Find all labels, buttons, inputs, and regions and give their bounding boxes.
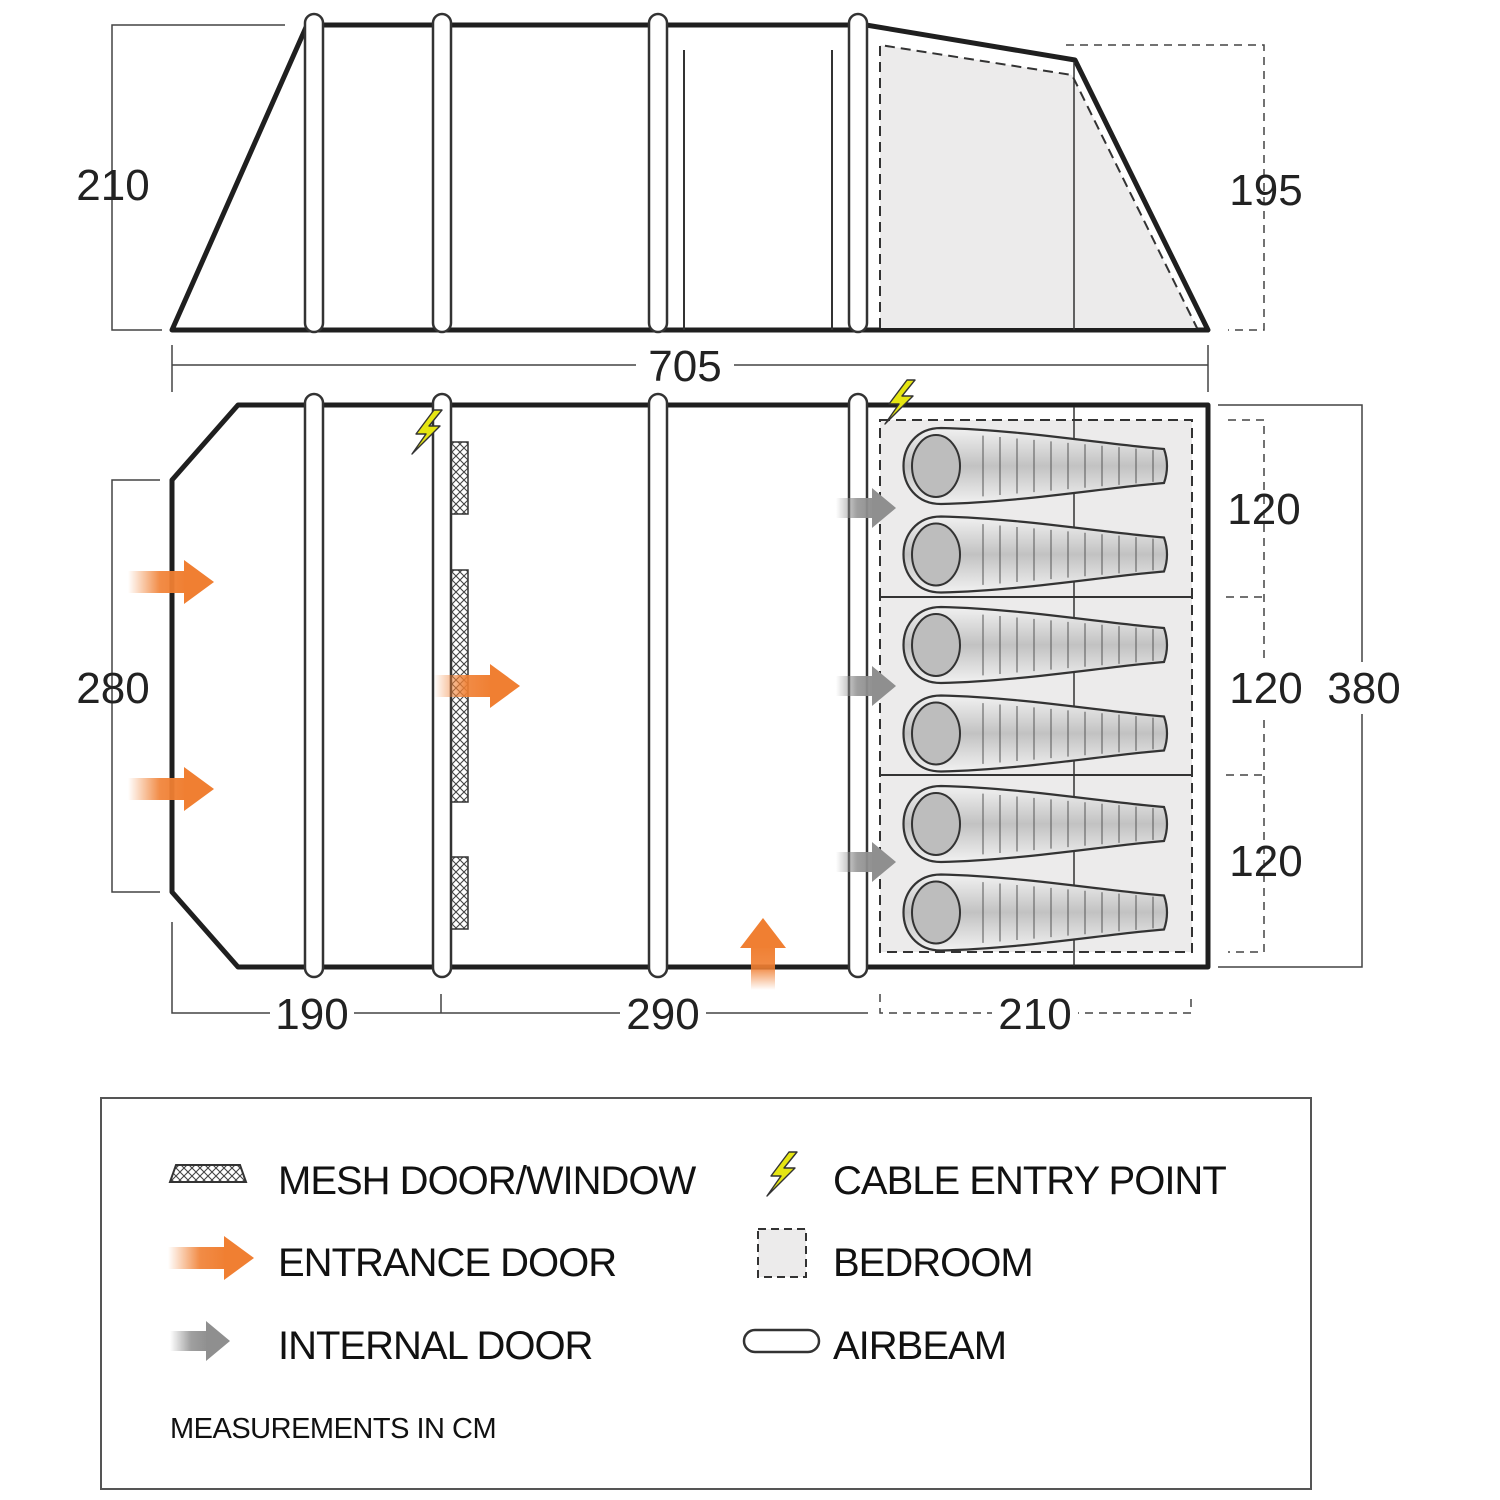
mesh-legend-icon [168, 1164, 248, 1183]
side-elevation [169, 12, 1211, 334]
side-dimension-guides [111, 24, 1265, 392]
side-bedroom-shade [880, 45, 1197, 328]
entrance-arrow-side [740, 918, 786, 990]
door-span-guide [111, 479, 160, 893]
bedroom-legend-icon [757, 1228, 807, 1278]
side-airbeam-2 [431, 12, 453, 334]
legend-cable-label: CABLE ENTRY POINT [833, 1159, 1226, 1203]
bedroom-area [879, 407, 1193, 966]
mesh-window-bottom [450, 856, 469, 930]
legend-frame [100, 1097, 1312, 1490]
living-front-length-label: 190 [275, 990, 348, 1039]
bedroom-shade [880, 420, 1192, 952]
measurements-note: MEASUREMENTS IN CM [170, 1413, 496, 1445]
side-airbeam-1 [303, 12, 325, 334]
door-span-label: 280 [76, 664, 149, 713]
sleeping-bag [902, 873, 1169, 952]
living-front-label-bg [270, 990, 354, 1038]
bedroom-depth-label-bg [992, 990, 1078, 1038]
legend-bedroom-label: BEDROOM [833, 1241, 1033, 1285]
width-label-bg [1222, 662, 1412, 714]
legend-mesh-label: MESH DOOR/WINDOW [278, 1159, 697, 1203]
total-length-label-bg [636, 338, 734, 390]
front-height-guide [111, 24, 285, 331]
living-middle-length-label: 290 [626, 990, 699, 1039]
total-width-label: 380 [1327, 664, 1400, 713]
sleeping-bag [902, 605, 1169, 685]
sleeping-bag [902, 515, 1169, 594]
side-airbeam-4 [847, 12, 869, 334]
bedroom-width-label-1: 120 [1227, 485, 1300, 534]
bedroom-zone-2 [879, 596, 1193, 776]
total-length-label: 705 [648, 342, 721, 391]
floor-airbeam-3 [647, 392, 669, 979]
floor-dimension-guides [111, 404, 1412, 1038]
bedroom-width-label-3: 120 [1229, 837, 1302, 886]
sleeping-bag [902, 694, 1169, 773]
sleeping-bag [902, 426, 1169, 506]
rear-height-guide [1066, 44, 1265, 331]
living-middle-label-bg [620, 990, 706, 1038]
bedroom-width-label-2: 120 [1229, 664, 1302, 713]
sleeping-bag [902, 784, 1169, 864]
floor-plan [128, 379, 1211, 990]
side-airbeam-3 [647, 12, 669, 334]
side-height-rear-label: 195 [1229, 166, 1302, 215]
legend-entrance-label: ENTRANCE DOOR [278, 1241, 616, 1285]
sleeping-bags [902, 426, 1169, 952]
mesh-window-top [450, 441, 469, 515]
floor-airbeam-1 [303, 392, 325, 979]
legend-internal-label: INTERNAL DOOR [278, 1324, 593, 1368]
legend-airbeam-label: AIRBEAM [833, 1324, 1006, 1368]
side-height-front-label: 210 [76, 161, 149, 210]
legend: MESH DOOR/WINDOW ENTRANCE DOOR INTERNAL … [100, 1097, 1312, 1490]
airbeam-legend-icon [742, 1328, 821, 1354]
bedroom-depth-label: 210 [998, 990, 1071, 1039]
